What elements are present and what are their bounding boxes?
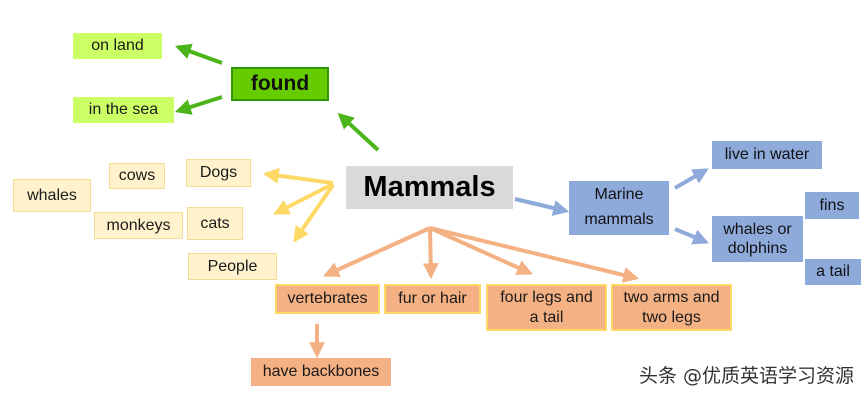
- arrow-found-to-in-the-sea: [174, 95, 223, 115]
- node-found: found: [231, 67, 329, 101]
- arrow-mammals-to-fur-or-hair: [422, 227, 439, 280]
- node-vertebrates: vertebrates: [275, 284, 380, 314]
- arrow-mammals-to-dogs: [262, 167, 334, 185]
- arrow-marine-to-live-in-water: [673, 168, 709, 190]
- node-people: People: [188, 253, 277, 280]
- node-cats: cats: [187, 207, 243, 240]
- node-cows: cows: [109, 163, 165, 189]
- node-have-backbones: have backbones: [251, 358, 391, 386]
- node-on-land: on land: [73, 33, 162, 59]
- arrow-mammals-to-people: [293, 183, 335, 243]
- arrow-mammals-to-vertebrates: [323, 226, 431, 278]
- watermark: 头条 @优质英语学习资源: [638, 365, 854, 387]
- node-fins: fins: [805, 192, 859, 219]
- node-a-tail: a tail: [805, 259, 861, 285]
- arrow-mammals-to-four-legs: [429, 226, 533, 276]
- arrow-mammals-to-two-arms: [429, 226, 640, 283]
- arrow-marine-to-whales-or-dolphins: [674, 227, 709, 245]
- node-whales: whales: [13, 179, 91, 212]
- arrow-mammals-to-marine: [514, 197, 570, 216]
- node-monkeys: monkeys: [94, 212, 183, 239]
- node-live-in-water: live in water: [712, 141, 822, 169]
- arrow-mammals-to-found: [337, 112, 380, 152]
- arrow-mammals-to-cats: [273, 182, 334, 215]
- node-in-the-sea: in the sea: [73, 97, 174, 123]
- node-fur-or-hair: fur or hair: [384, 284, 481, 314]
- arrow-found-to-on-land: [174, 43, 223, 65]
- node-mammals: Mammals: [346, 166, 513, 209]
- node-dogs: Dogs: [186, 159, 251, 187]
